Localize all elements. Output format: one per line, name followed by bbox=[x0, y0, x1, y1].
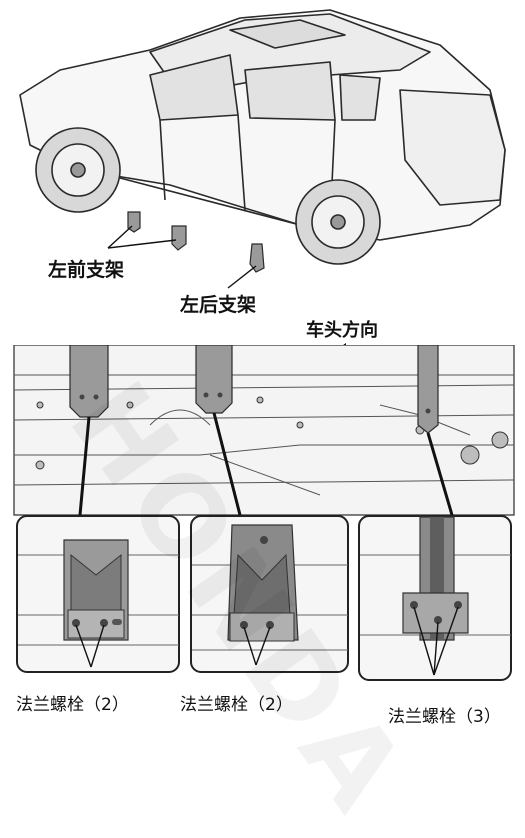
car-window-quarter bbox=[339, 74, 381, 121]
car-sunroof bbox=[229, 19, 346, 49]
flange-bolt-label-3: 法兰螺栓（3） bbox=[388, 707, 501, 727]
car-tail bbox=[399, 89, 506, 206]
left-front-bracket-label: 左前支架 bbox=[48, 259, 125, 281]
detail-1-bolt-a bbox=[72, 619, 80, 627]
vehicle-illustration bbox=[19, 9, 506, 289]
detail-box-1 bbox=[16, 515, 180, 673]
vehicle-front-direction-label: 车头方向 bbox=[306, 320, 378, 341]
rear-bracket-part bbox=[249, 243, 265, 273]
detail-box-2 bbox=[190, 515, 349, 673]
detail-3-plate bbox=[402, 592, 469, 634]
detail-2-bolt-b bbox=[266, 621, 274, 629]
detail-box-3 bbox=[358, 515, 512, 681]
flange-bolt-label-2: 法兰螺栓（2） bbox=[180, 695, 293, 715]
front-bracket-part-b bbox=[171, 225, 187, 251]
frame-bracket-rear bbox=[417, 345, 439, 434]
detail-3-bolt-a bbox=[410, 601, 418, 609]
frame-bracket-left-front bbox=[69, 345, 109, 418]
left-rear-bracket-label: 左后支架 bbox=[180, 294, 257, 316]
install-diagram: 左前支架 左后支架 车头方向 bbox=[13, 9, 515, 838]
detail-3-bolt-b bbox=[434, 616, 442, 624]
detail-1-bolt-b bbox=[100, 619, 108, 627]
front-bracket-part-a bbox=[127, 211, 141, 233]
detail-2-bolt-a bbox=[240, 621, 248, 629]
frame-bracket-mid bbox=[195, 345, 233, 414]
car-window-rear bbox=[244, 61, 336, 121]
underbody-frame-view bbox=[13, 345, 515, 516]
detail-3-bolt-c bbox=[454, 601, 462, 609]
flange-bolt-label-1: 法兰螺栓（2） bbox=[16, 695, 129, 715]
